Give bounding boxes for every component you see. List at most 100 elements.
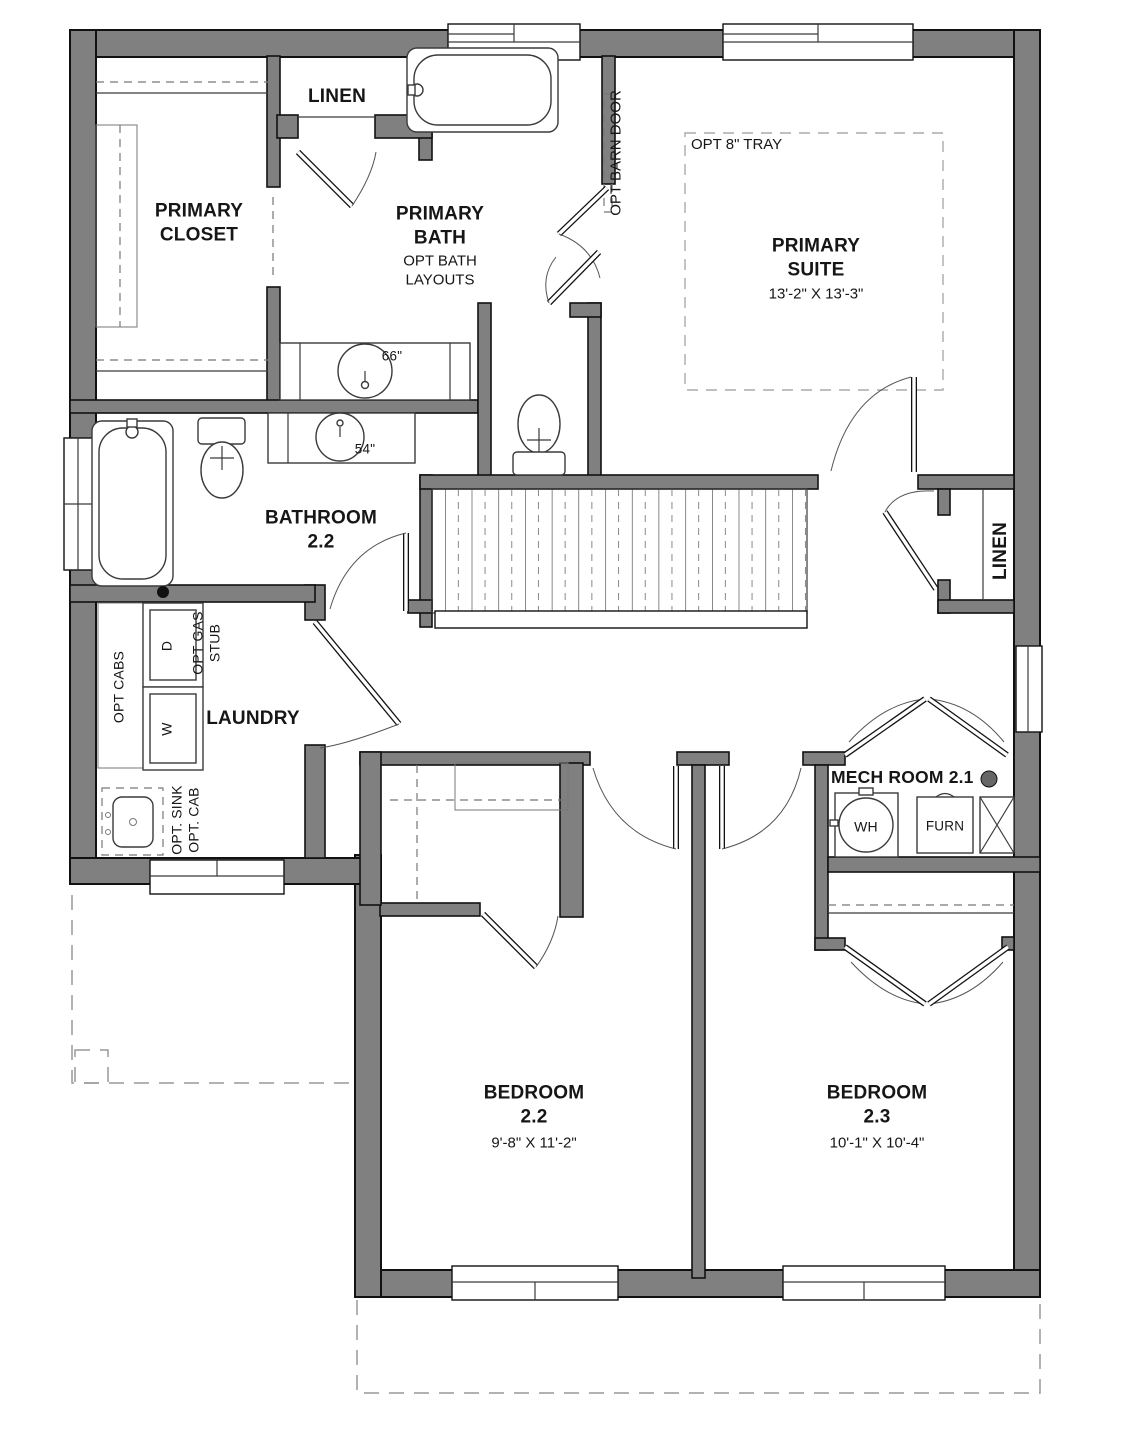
water-heater	[829, 787, 899, 858]
label-bedroom23-dims: 10'-1" X 10'-4"	[830, 1135, 925, 1154]
tray-text: OPT 8" TRAY	[691, 136, 783, 153]
bedroom22-line1: BEDROOM	[483, 1082, 585, 1104]
sink-line1: OPT. SINK	[168, 785, 185, 855]
door-linen-right	[882, 490, 939, 591]
door-laundry	[312, 620, 402, 749]
primary-bath-line1: PRIMARY	[395, 203, 485, 225]
label-vanity-66: 66"	[382, 349, 402, 366]
door-bedroom22	[592, 766, 679, 850]
bathtub-primary	[406, 47, 559, 133]
window-bedroom22	[451, 1265, 619, 1301]
label-primary-bath: PRIMARY BATH	[396, 202, 484, 249]
label-opt-cabs: OPT CABS	[110, 651, 127, 723]
label-water-heater: WH	[854, 818, 878, 835]
door-bathroom22	[329, 532, 409, 611]
interior-walls	[69, 55, 1041, 1279]
wall-dot	[157, 586, 169, 598]
label-bedroom22: BEDROOM 2.2	[484, 1081, 585, 1128]
door-primary-bath	[556, 185, 610, 279]
label-opt-gas-stub: OPT GAS STUB	[190, 611, 225, 674]
opt-cabs-text: OPT CABS	[110, 650, 127, 724]
primary-suite-line1: PRIMARY	[771, 235, 861, 257]
barn-door	[603, 93, 613, 213]
label-laundry: LAUNDRY	[206, 707, 300, 731]
doors	[295, 149, 1010, 1007]
bedroom22-dims-text: 9'-8" X 11'-2"	[491, 1134, 577, 1152]
wh-text: WH	[854, 818, 878, 835]
door-linen-top	[295, 149, 377, 209]
linen-right-text: LINEN	[990, 522, 1012, 580]
door-water-closet	[545, 249, 602, 306]
washer-text: W	[158, 722, 175, 736]
bathroom22-line2: 2.2	[307, 531, 335, 552]
sink-line2: OPT. CAB	[186, 787, 202, 853]
vanity-66	[279, 342, 471, 401]
label-dryer: D	[158, 641, 175, 651]
linen-top-text: LINEN	[308, 86, 366, 108]
windows	[63, 23, 1043, 1301]
bathroom22-line1: BATHROOM	[264, 507, 378, 529]
label-primary-suite-dims: 13'-2" X 13'-3"	[769, 286, 864, 305]
bedroom23-line1: BEDROOM	[826, 1082, 928, 1104]
vanity-66-text: 66"	[381, 348, 403, 364]
bathtub-bathroom22	[91, 418, 174, 587]
primary-suite-line2: SUITE	[787, 259, 845, 280]
label-primary-suite: PRIMARY SUITE	[772, 234, 860, 281]
label-mech-room: MECH ROOM 2.1	[831, 767, 974, 789]
closet22-shelving	[390, 762, 569, 903]
bedroom23-dims-text: 10'-1" X 10'-4"	[829, 1134, 925, 1152]
porch-outline-left	[71, 895, 358, 1084]
label-linen-top: LINEN	[308, 85, 366, 109]
floor-drain	[980, 770, 998, 788]
closet23-shelving	[828, 904, 1014, 914]
gas-line1: OPT GAS	[189, 611, 206, 675]
label-tray-ceiling: OPT 8" TRAY	[691, 136, 782, 155]
doors-closet23	[843, 944, 1010, 1007]
toilet-bathroom22	[197, 417, 246, 499]
tray-ceiling-outline	[684, 132, 944, 391]
primary-closet-line1: PRIMARY	[154, 200, 244, 222]
primary-suite-dims-text: 13'-2" X 13'-3"	[768, 285, 864, 303]
label-vanity-54: 54"	[355, 442, 375, 459]
furnace	[916, 792, 974, 854]
label-barn-door: OPT BARN DOOR	[608, 90, 627, 216]
window-right-hall	[1015, 645, 1043, 733]
stairs	[431, 488, 808, 629]
primary-bath-opt-line1: OPT BATH	[403, 252, 477, 270]
label-linen-right: LINEN	[989, 522, 1013, 580]
window-left-bathroom	[63, 437, 95, 571]
label-washer: W	[158, 722, 175, 735]
gas-line2: STUB	[207, 623, 223, 663]
laundry-text: LAUNDRY	[206, 708, 300, 730]
label-primary-closet: PRIMARY CLOSET	[155, 199, 243, 246]
toilet-primary	[512, 394, 566, 476]
label-bedroom22-dims: 9'-8" X 11'-2"	[491, 1135, 576, 1154]
bedroom23-line2: 2.3	[863, 1106, 891, 1127]
bedroom22-line2: 2.2	[520, 1106, 548, 1127]
door-bedroom23	[719, 766, 802, 850]
primary-bath-opt-line2: LAYOUTS	[405, 271, 475, 288]
window-top-suite	[722, 23, 914, 61]
furn-text: FURN	[925, 818, 965, 834]
window-laundry	[149, 859, 285, 895]
label-bathroom22: BATHROOM 2.2	[265, 506, 377, 553]
door-closet22	[480, 911, 559, 970]
window-bedroom23	[782, 1265, 946, 1301]
vanity-54	[267, 412, 416, 464]
washer	[142, 686, 204, 771]
closet-shelving	[95, 81, 274, 372]
doors-mech-room	[843, 696, 1009, 758]
mech-room-text: MECH ROOM 2.1	[831, 767, 974, 787]
primary-closet-line2: CLOSET	[159, 224, 239, 245]
label-primary-bath-option: OPT BATH LAYOUTS	[403, 252, 477, 289]
dryer-text: D	[158, 640, 175, 652]
door-primary-suite	[830, 376, 917, 472]
vanity-54-text: 54"	[354, 441, 376, 457]
primary-bath-line2: BATH	[413, 227, 467, 248]
optional-sink	[101, 787, 164, 856]
barn-door-text: OPT BARN DOOR	[607, 90, 625, 216]
mech-chase	[979, 796, 1015, 854]
label-furnace: FURN	[926, 819, 964, 836]
